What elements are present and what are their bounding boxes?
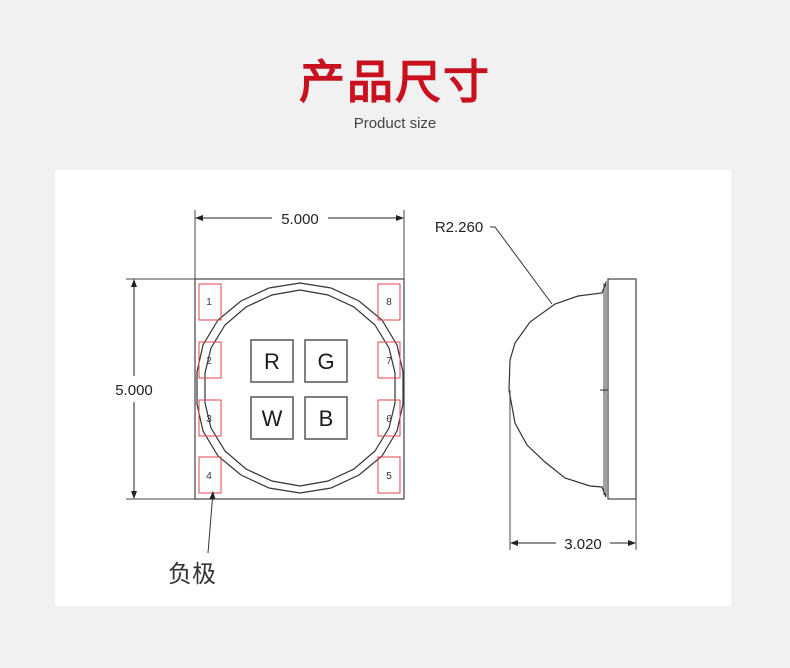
base-plate xyxy=(607,278,637,500)
width-dimension: 5.000 xyxy=(195,211,404,228)
pad-8: 8 xyxy=(377,283,401,321)
page-title: 产品尺寸 xyxy=(299,55,491,109)
package-outline xyxy=(194,278,405,500)
svg-text:7: 7 xyxy=(386,356,392,367)
pad-2: 2 xyxy=(198,341,222,379)
svg-text:4: 4 xyxy=(206,471,212,482)
depth-dimension: 3.020 xyxy=(510,536,636,553)
pad-7: 7 xyxy=(377,341,401,379)
chip-r: R xyxy=(250,339,294,383)
pad-3: 3 xyxy=(198,399,222,437)
pad-5: 5 xyxy=(377,456,401,494)
svg-text:5: 5 xyxy=(386,471,392,482)
lens-outer-ring xyxy=(196,282,404,494)
lens-inner-ring xyxy=(204,289,396,487)
radius-dim-label: R2.260 xyxy=(435,219,483,236)
chip-b: B xyxy=(304,396,348,440)
negative-pole-label: 负极 xyxy=(168,560,216,588)
svg-text:G: G xyxy=(317,349,334,374)
negative-pole-callout: 负极 xyxy=(168,491,216,588)
pad-1: 1 xyxy=(198,283,222,321)
svg-text:B: B xyxy=(319,406,334,431)
svg-text:3: 3 xyxy=(206,414,212,425)
pad-6: 6 xyxy=(377,399,401,437)
pad-4: 4 xyxy=(198,456,222,494)
lens-dome-profile xyxy=(508,282,607,498)
chip-w: W xyxy=(250,396,294,440)
radius-callout: R2.260 xyxy=(435,219,553,305)
height-dim-label: 5.000 xyxy=(115,382,153,399)
height-dimension: 5.000 xyxy=(115,279,153,499)
dimension-drawing: 5.000 5.000 1 2 xyxy=(115,210,637,588)
side-view: R2.260 3.020 xyxy=(435,219,637,553)
top-view: 5.000 5.000 1 2 xyxy=(115,210,405,588)
svg-text:6: 6 xyxy=(386,414,392,425)
depth-dim-label: 3.020 xyxy=(564,536,602,553)
chip-g: G xyxy=(304,339,348,383)
svg-text:8: 8 xyxy=(386,297,392,308)
dimension-drawing-panel: 5.000 5.000 1 2 xyxy=(55,170,731,606)
page-subtitle: Product size xyxy=(353,115,437,132)
width-dim-label: 5.000 xyxy=(281,211,319,228)
svg-text:W: W xyxy=(262,406,283,431)
svg-text:1: 1 xyxy=(206,297,212,308)
svg-text:2: 2 xyxy=(206,356,212,367)
svg-text:R: R xyxy=(264,349,280,374)
